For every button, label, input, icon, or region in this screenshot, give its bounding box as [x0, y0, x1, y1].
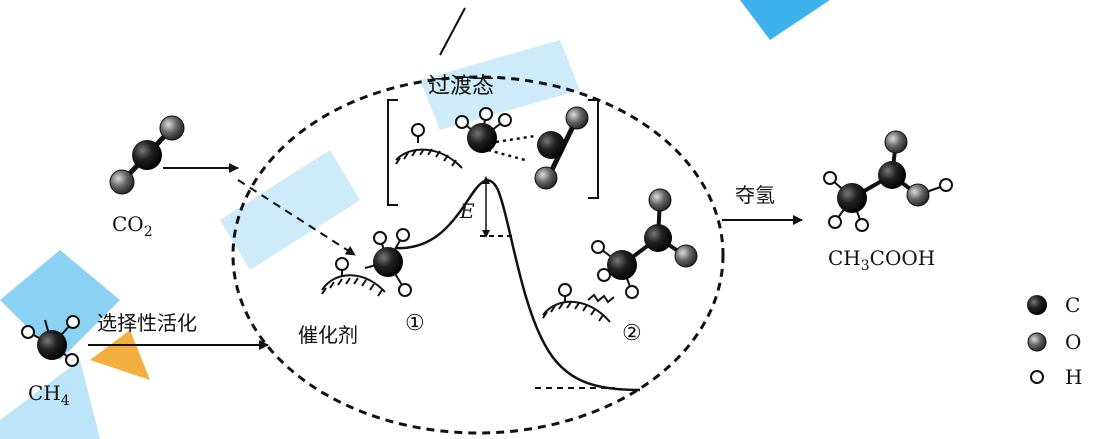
watermark-decoration — [0, 0, 830, 439]
legend-hydrogen-swatch — [1030, 370, 1044, 384]
ts-complex — [411, 106, 589, 190]
co2-label: CO2 — [112, 212, 153, 240]
legend-oxygen-swatch — [1027, 332, 1047, 352]
step1-complex — [335, 228, 412, 297]
ch4-label: CH4 — [28, 381, 70, 409]
dehydrogenation-label: 夺氢 — [735, 183, 775, 207]
acetic-acid-molecule — [823, 130, 953, 232]
co2-molecule — [109, 115, 185, 195]
process-region-ellipse — [231, 75, 725, 435]
legend-carbon-label: C — [1065, 293, 1080, 317]
leader-line — [439, 7, 466, 56]
legend-oxygen-label: O — [1065, 330, 1081, 354]
acetic-acid-label: CH3COOH — [828, 246, 935, 274]
catalyst-surface-1 — [321, 274, 386, 297]
catalyst-label: 催化剂 — [298, 323, 358, 347]
legend-hydrogen-label: H — [1065, 365, 1082, 389]
ch4-molecule — [21, 315, 80, 367]
bracket-right — [588, 99, 599, 199]
catalyst-surface-2 — [542, 300, 611, 323]
legend-carbon-swatch — [1027, 295, 1047, 315]
bracket-left — [387, 99, 398, 206]
step2-label: ② — [622, 321, 642, 346]
transition-state-label: 过渡态 — [428, 74, 494, 99]
step1-label: ① — [405, 311, 425, 336]
co2-dash-line — [237, 179, 356, 256]
selective-activation-label: 选择性活化 — [97, 311, 197, 335]
catalyst-surface-ts — [395, 148, 463, 169]
energy-profile-curve — [394, 179, 641, 392]
step2-complex — [558, 188, 698, 304]
energy-label: E — [459, 199, 475, 223]
legend: C O H — [1027, 293, 1082, 389]
